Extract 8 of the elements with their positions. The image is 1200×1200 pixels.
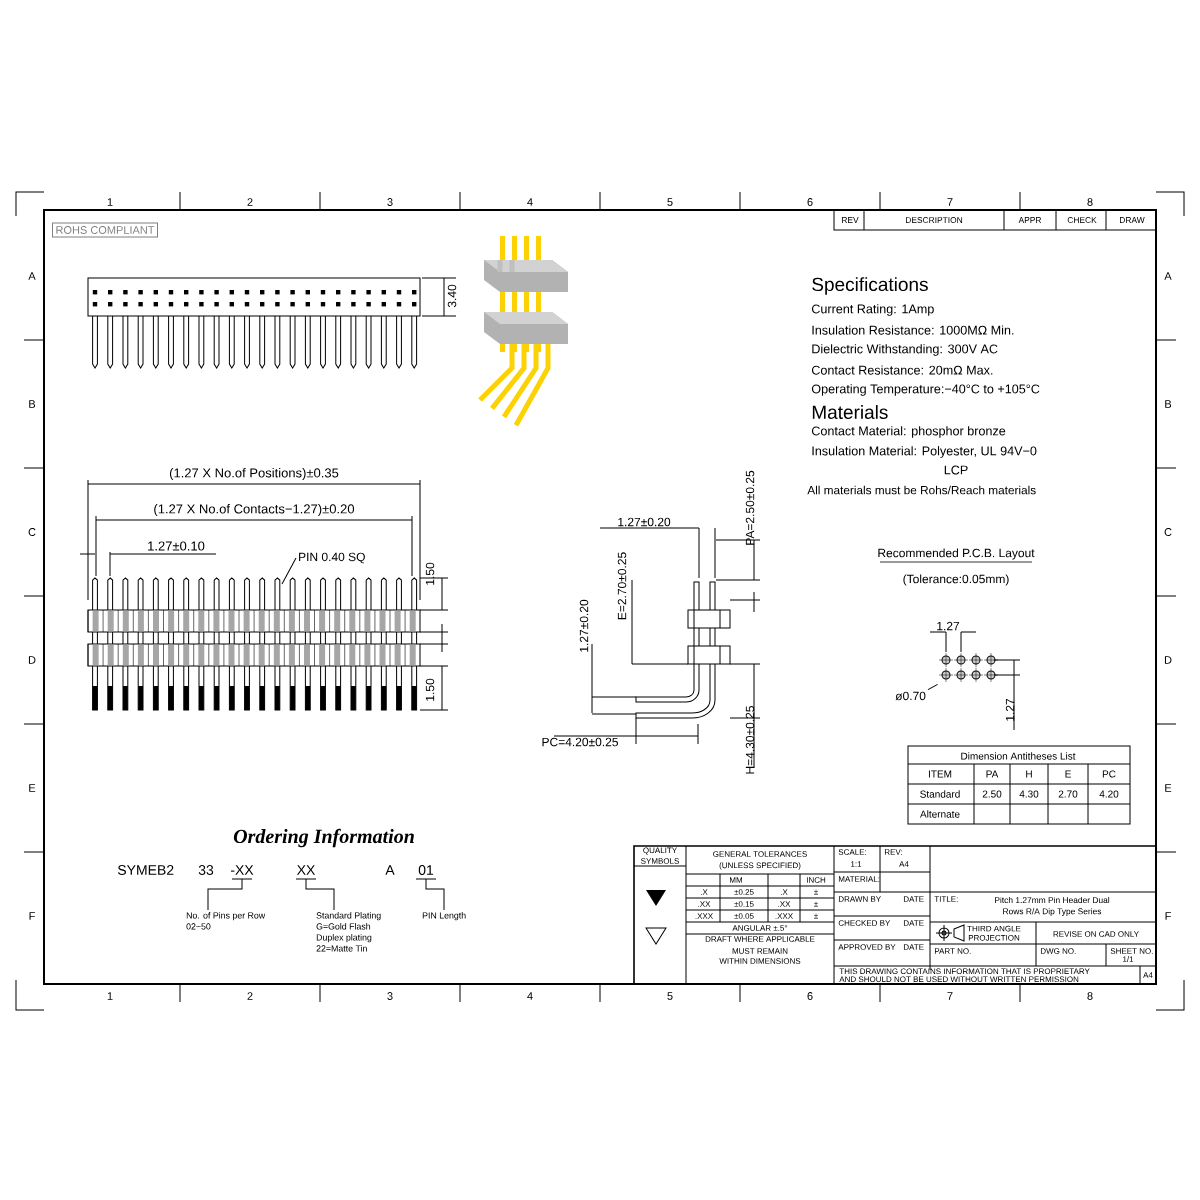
heading: Ordering Information bbox=[233, 828, 414, 848]
heading: Materials bbox=[812, 405, 888, 419]
bracket-line bbox=[415, 878, 445, 911]
leader-line bbox=[927, 683, 939, 691]
leader-line bbox=[281, 557, 297, 585]
bracket-line bbox=[295, 878, 335, 911]
heading: Specifications bbox=[812, 277, 928, 295]
bracket-line bbox=[207, 878, 253, 911]
